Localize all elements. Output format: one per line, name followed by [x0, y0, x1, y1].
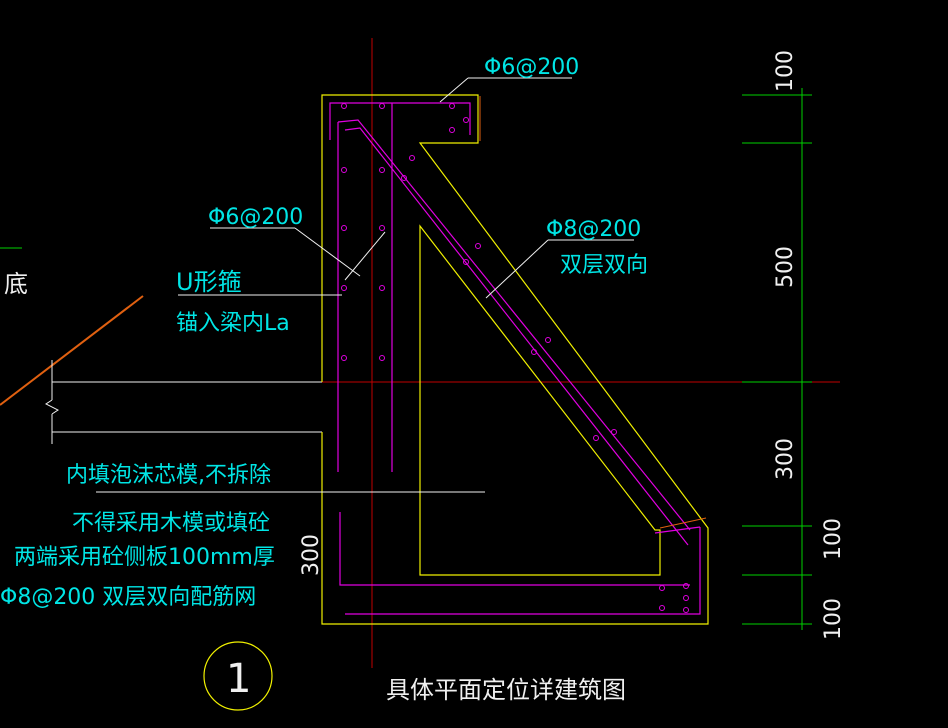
dim-100-bottom: 100 — [821, 598, 846, 640]
top-bar-label: Φ6@200 — [484, 55, 579, 80]
dimension-lines — [742, 88, 812, 630]
no-timber-label: 不得采用木模或填砼 — [72, 511, 270, 536]
dim-300-left: 300 — [299, 534, 324, 576]
concrete-outline — [321, 94, 709, 625]
diag-bar-label: Φ8@200 — [546, 217, 641, 242]
mesh-label: Φ8@200 双层双向配筋网 — [0, 585, 256, 610]
dim-100-top: 100 — [773, 50, 798, 92]
dim-300: 300 — [773, 438, 798, 480]
double-layer-label: 双层双向 — [560, 253, 648, 278]
rebar-dots — [341, 103, 689, 613]
dim-100-mid: 100 — [821, 518, 846, 560]
side-board-label: 两端采用砼侧板100mm厚 — [14, 545, 275, 570]
u-stirrup-label: U形箍 — [176, 268, 242, 296]
detail-number: 1 — [226, 656, 251, 702]
rebar-lines — [329, 102, 701, 615]
small-dims — [479, 96, 707, 529]
anchor-label: 锚入梁内La — [176, 311, 290, 336]
bottom-word: 底 — [4, 270, 28, 298]
beam-outline — [45, 360, 322, 444]
detail-circle — [203, 641, 273, 711]
foam-core-label: 内填泡沫芯模,不拆除 — [66, 463, 271, 488]
drawing-title: 具体平面定位详建筑图 — [386, 676, 626, 704]
dim-500: 500 — [773, 246, 798, 288]
slope-line — [0, 295, 144, 406]
stirrup-bar-label: Φ6@200 — [208, 205, 303, 230]
leader-lines — [96, 77, 634, 493]
